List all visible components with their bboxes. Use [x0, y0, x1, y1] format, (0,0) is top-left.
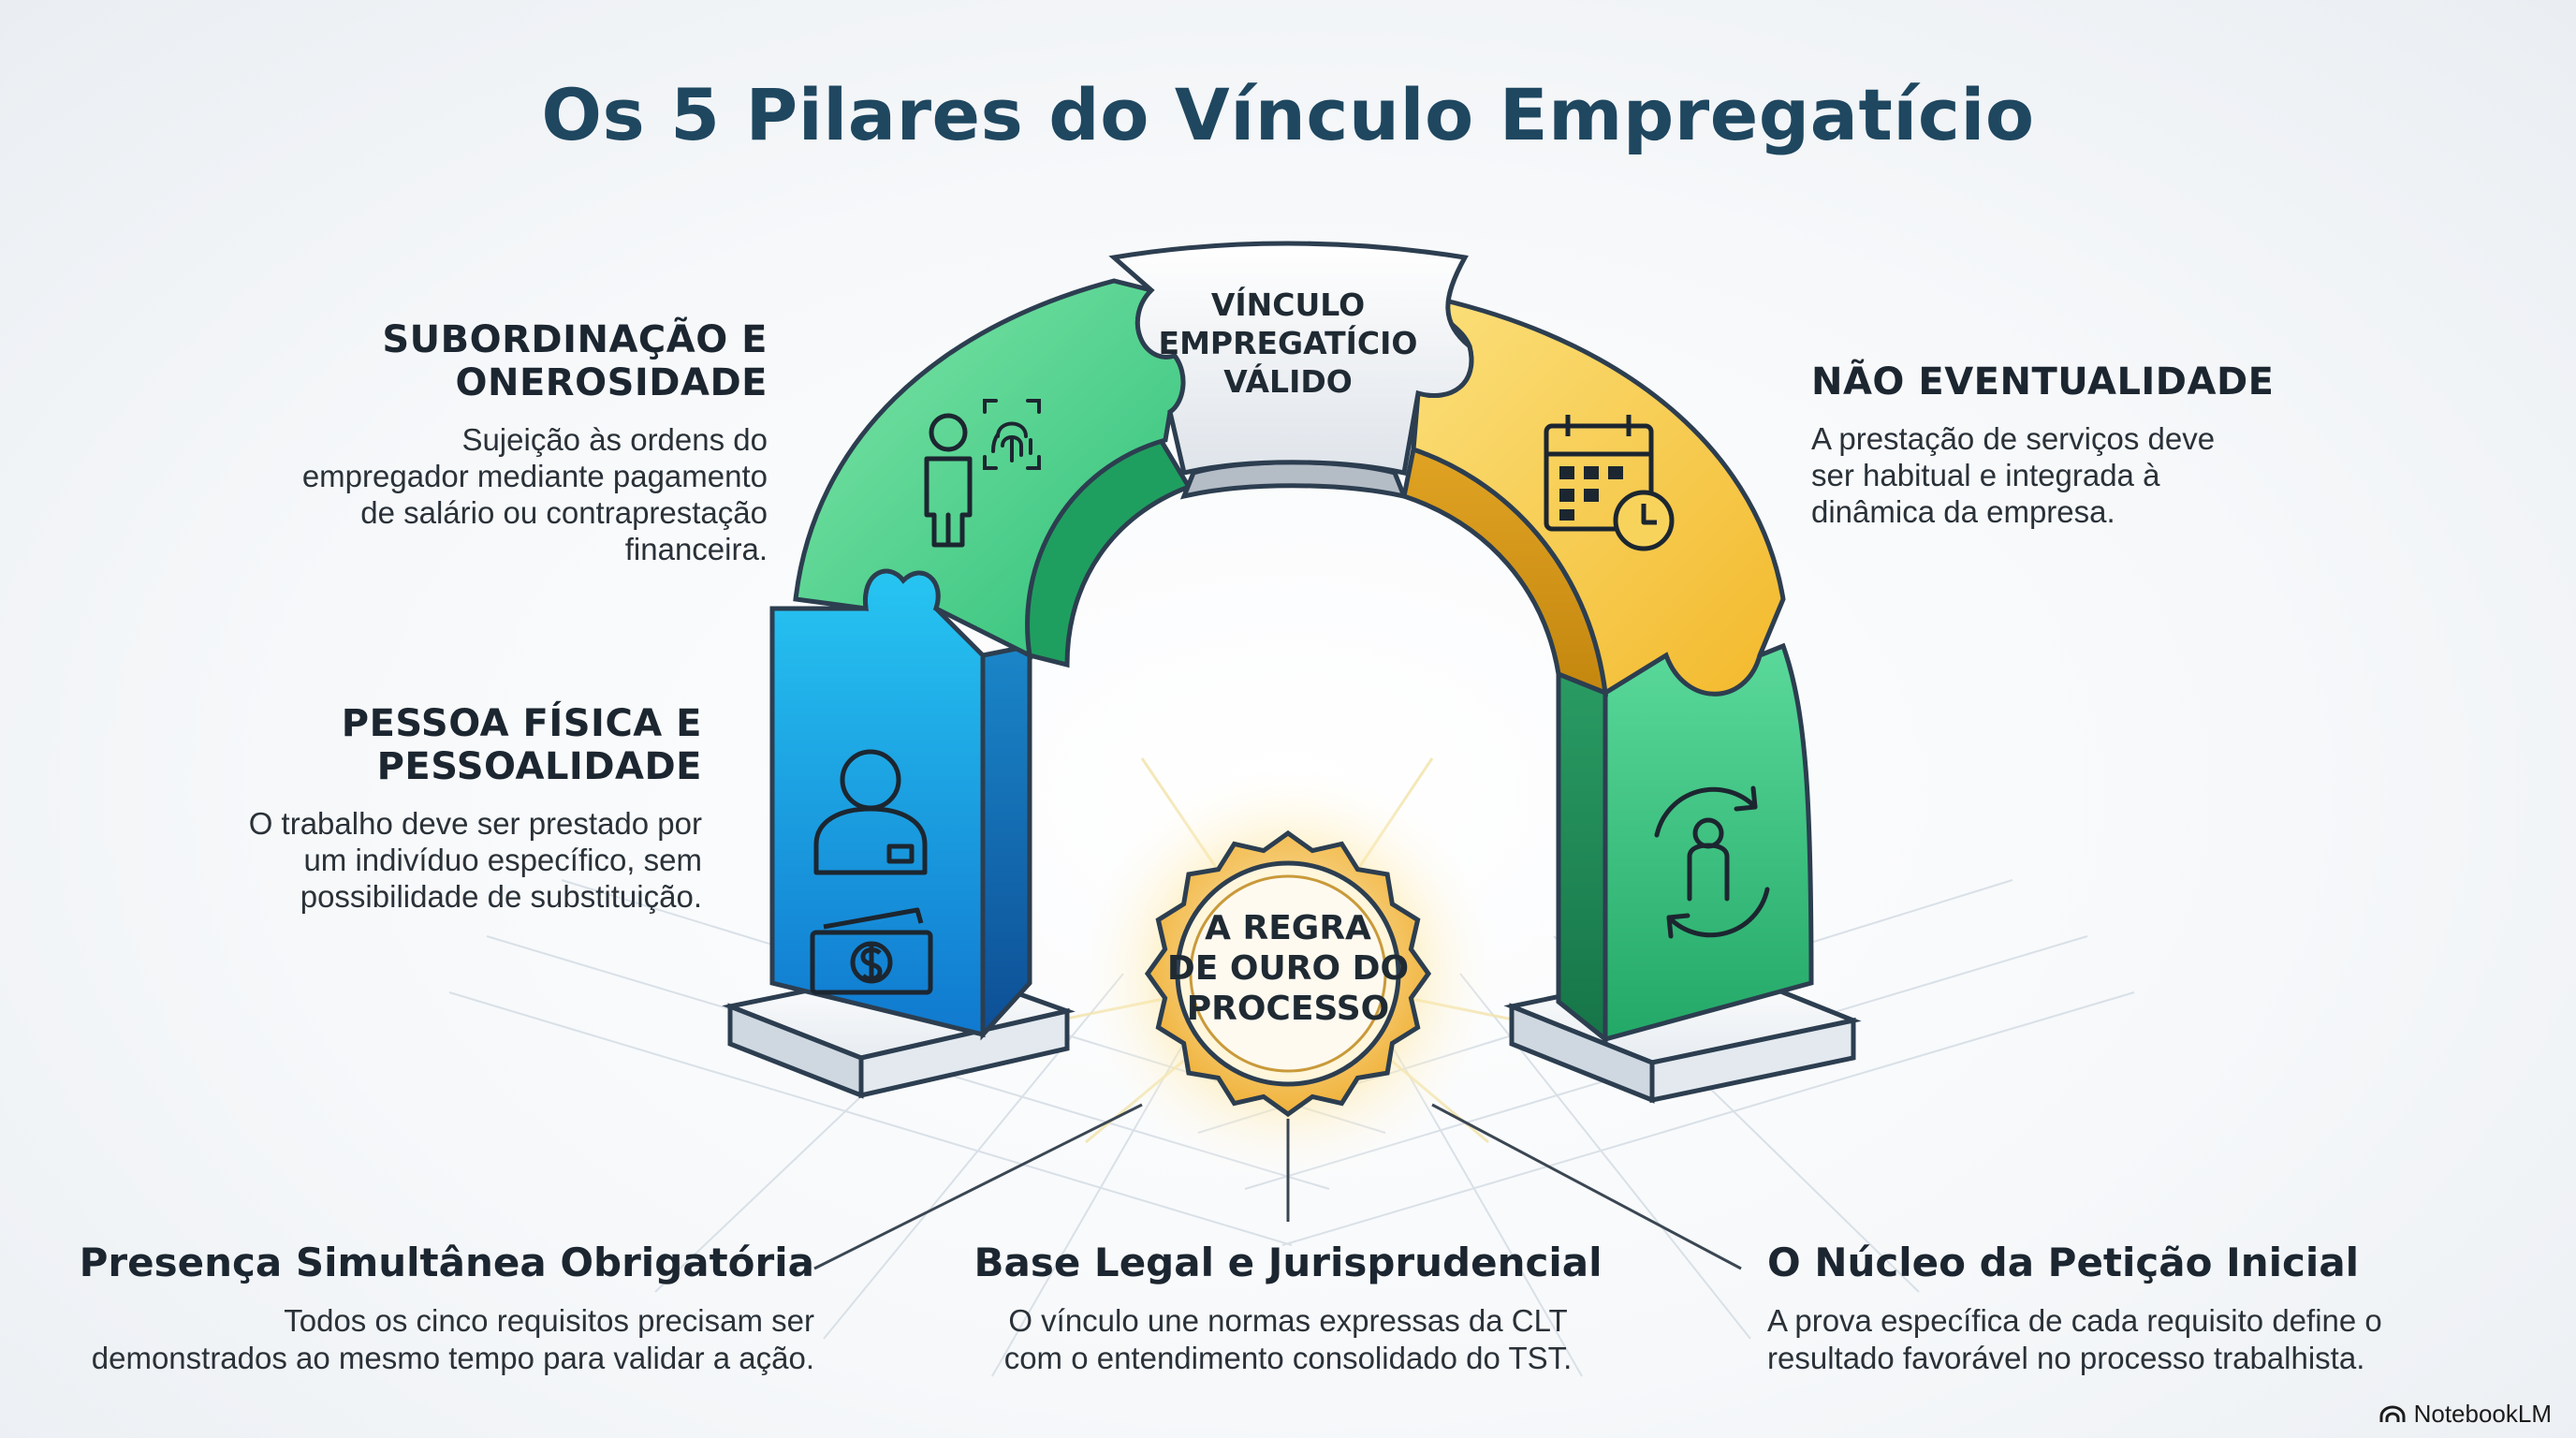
keystone-label: VÍNCULO EMPREGATÍCIO VÁLIDO [1151, 286, 1425, 401]
bottom-center-body: O vínculo une normas expressas da CLT co… [960, 1302, 1616, 1377]
bottom-left-block: Presença Simultânea Obrigatória Todos os… [75, 1240, 814, 1377]
keystone-line3: VÁLIDO [1223, 363, 1353, 400]
keystone [1108, 241, 1474, 500]
keystone-line1: VÍNCULO [1210, 286, 1366, 323]
subordinacao-body-line: Sujeição às ordens do [461, 422, 768, 457]
subordinacao-body-line: financeira. [624, 532, 768, 566]
gold-seal [1144, 829, 1432, 1118]
brand-label: NotebookLM [2413, 1400, 2552, 1428]
pessoa-fisica-body-line: possibilidade de substituição. [300, 879, 702, 914]
pessoa-fisica-body-line: um indivíduo específico, sem [303, 843, 702, 877]
person-icon [924, 413, 973, 548]
pillar-pessoa-fisica-text: PESSOA FÍSICA E PESSOALIDADE O trabalho … [215, 702, 702, 915]
seal-line1: A REGRA [1205, 909, 1371, 947]
nao-eventualidade-body-line: dinâmica da empresa. [1811, 494, 2115, 529]
bottom-left-body: Todos os cinco requisitos precisam ser d… [75, 1302, 814, 1377]
pessoa-fisica-body: O trabalho deve ser prestado por um indi… [215, 805, 702, 915]
bottom-left-heading: Presença Simultânea Obrigatória [79, 1240, 814, 1285]
bottom-right-body: A prova específica de cada requisito def… [1767, 1302, 2479, 1377]
bottom-left-body-line: Todos os cinco requisitos precisam ser [284, 1303, 814, 1338]
notebooklm-logo-icon [2379, 1405, 2406, 1422]
bottom-left-body-line: demonstrados ao mesmo tempo para validar… [91, 1341, 814, 1375]
person-cycle-icon [1654, 785, 1770, 939]
seal-line3: PROCESSO [1186, 990, 1390, 1028]
worker-badge-icon [813, 749, 928, 875]
fingerprint-icon [983, 399, 1041, 470]
pillar-pessoa-fisica [769, 568, 1032, 1041]
pessoa-fisica-heading-line1: PESSOA FÍSICA E [341, 702, 702, 745]
pillar-subordinacao-text: SUBORDINAÇÃO E ONEROSIDADE Sujeição às o… [281, 318, 768, 567]
pessoa-fisica-heading: PESSOA FÍSICA E PESSOALIDADE [215, 702, 702, 788]
pillar-nao-eventualidade-text: NÃO EVENTUALIDADE A prestação de serviço… [1811, 360, 2298, 530]
subordinacao-body-line: de salário ou contraprestação [360, 495, 768, 530]
nao-eventualidade-body-line: A prestação de serviços deve [1811, 421, 2216, 456]
nao-eventualidade-heading: NÃO EVENTUALIDADE [1811, 360, 2275, 404]
subordinacao-heading-line2: ONEROSIDADE [455, 361, 768, 404]
calendar-clock-icon [1544, 415, 1675, 551]
pessoa-fisica-heading-line2: PESSOALIDADE [376, 745, 702, 788]
bottom-center-heading: Base Legal e Jurisprudencial [973, 1240, 1603, 1285]
bottom-right-heading: O Núcleo da Petição Inicial [1767, 1240, 2360, 1285]
pillar-right [1556, 642, 1814, 1045]
nao-eventualidade-body: A prestação de serviços deve ser habitua… [1811, 420, 2298, 530]
bottom-right-body-line: resultado favorável no processo trabalhi… [1767, 1341, 2365, 1375]
subordinacao-heading: SUBORDINAÇÃO E ONEROSIDADE [281, 318, 768, 404]
money-bills-icon [810, 907, 933, 995]
bottom-center-block: Base Legal e Jurisprudencial O vínculo u… [960, 1240, 1616, 1377]
bottom-right-block: O Núcleo da Petição Inicial A prova espe… [1767, 1240, 2479, 1377]
bottom-center-body-line: com o entendimento consolidado do TST. [1003, 1341, 1573, 1375]
brand-badge: NotebookLM [2378, 1400, 2552, 1429]
bottom-center-body-line: O vínculo une normas expressas da CLT [1008, 1303, 1568, 1338]
subordinacao-body: Sujeição às ordens do empregador mediant… [281, 421, 768, 567]
nao-eventualidade-body-line: ser habitual e integrada à [1811, 458, 2160, 492]
pessoa-fisica-body-line: O trabalho deve ser prestado por [248, 806, 702, 841]
seal-label: A REGRA DE OURO DO PROCESSO [1157, 908, 1419, 1029]
seal-line2: DE OURO DO [1166, 949, 1410, 988]
subordinacao-heading-line1: SUBORDINAÇÃO E [382, 318, 768, 361]
keystone-line2: EMPREGATÍCIO [1158, 325, 1418, 361]
page-title: Os 5 Pilares do Vínculo Empregatício [541, 73, 2035, 156]
subordinacao-body-line: empregador mediante pagamento [301, 459, 768, 493]
bottom-right-body-line: A prova específica de cada requisito def… [1767, 1303, 2382, 1338]
